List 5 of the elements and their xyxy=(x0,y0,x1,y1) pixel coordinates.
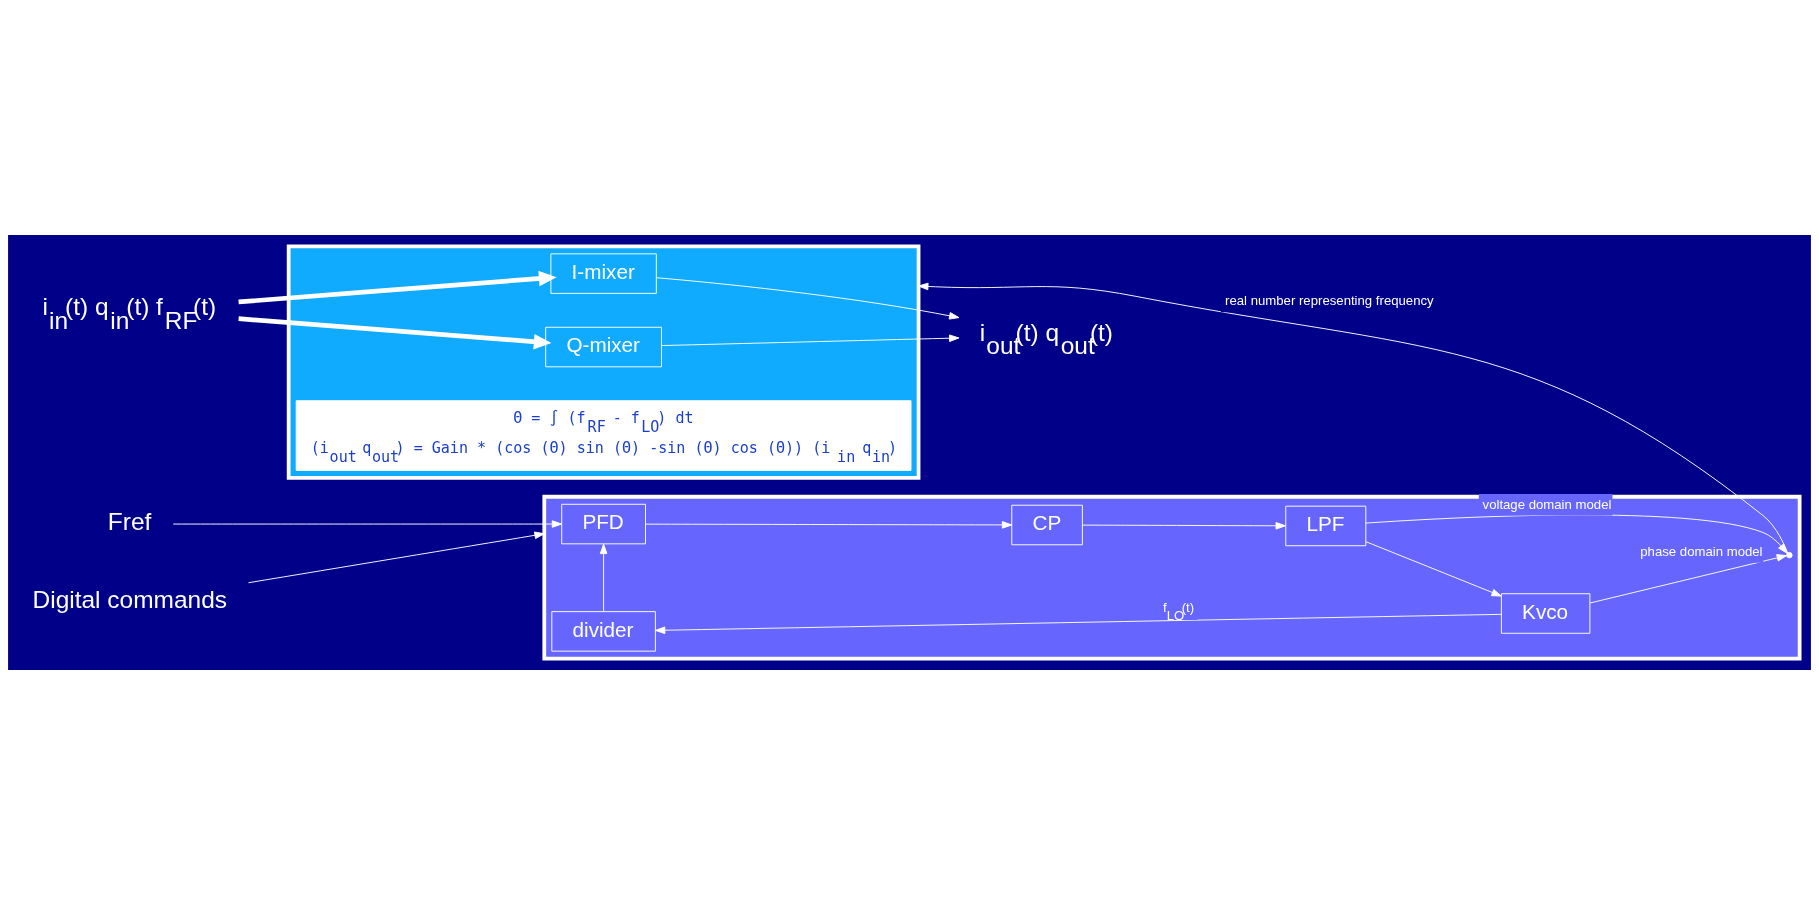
edge-label: phase domain model xyxy=(1640,543,1763,559)
edge-label: real number representing frequency xyxy=(1225,292,1434,308)
node-text: Digital commands xyxy=(32,585,228,613)
edge-label: voltage domain model xyxy=(1482,496,1612,512)
node-text: Fref xyxy=(107,507,152,535)
